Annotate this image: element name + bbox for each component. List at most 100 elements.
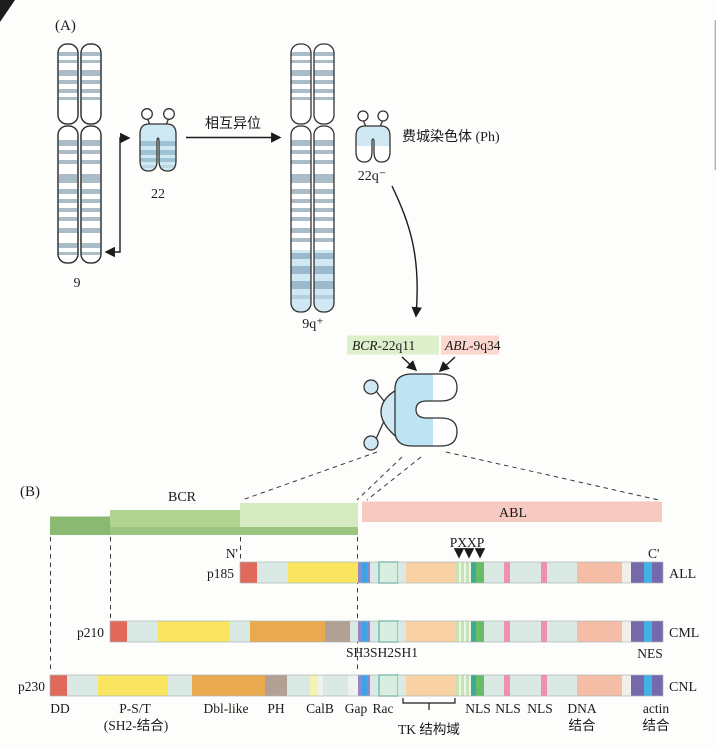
domain-label: P-S/T [119,701,151,716]
domain-segment [476,621,484,642]
domain-segment [622,675,631,696]
domain-segment [110,621,127,642]
domain-segment [476,675,484,696]
disease-label: CNL [669,680,697,695]
pxxp-arrows [453,548,486,559]
domain-segment [466,562,469,583]
domain-segment [367,621,370,642]
domain-segment [469,675,471,696]
bcr-gene-bar [50,503,358,535]
chromosome-9q-bands [291,52,334,312]
domain-label: CalB [306,701,334,716]
row-outline [239,561,664,584]
translocation-label: 相互异位 [205,116,261,132]
domain-segment [455,675,459,696]
domain-segment [98,675,168,696]
domain-segment [459,562,461,583]
domain-segment [398,621,406,642]
chromosome-22q-minus: 22q⁻ 费城染色体 (Ph) [355,110,500,184]
domain-segment [631,621,644,642]
chromosome-22: 22 [139,108,177,202]
domain-segment [265,675,287,696]
abl-tag: ABL-9q34 [444,338,501,353]
abl-bar-segment [362,501,662,522]
domain-segment [358,621,362,642]
domain-segment [287,675,310,696]
domain-segment [484,562,504,583]
domain-label: actin [643,701,669,716]
domain-segment [652,675,663,696]
domain-segment [455,562,459,583]
domain-label: 结合 [643,718,671,733]
domain-label: Rac [373,701,394,716]
panel-a-label: (A) [55,18,76,34]
domain-segment [644,675,652,696]
n-terminus-label: N' [226,546,238,561]
domain-segment [469,621,471,642]
domain-segment [350,621,358,642]
domain-segment [504,562,510,583]
domain-segment [510,562,541,583]
domain-segment [577,621,622,642]
domain-label: Gap [345,701,368,716]
bcr-bar-segment [110,527,358,535]
chromosome-22-label: 22 [151,187,165,202]
row-outline [49,674,664,697]
page-corner-artifact [0,0,15,22]
domain-segment [455,621,459,642]
domain-segment [367,675,370,696]
row-name-label: p230 [18,679,45,694]
domain-segment [127,621,158,642]
domain-segment [631,562,644,583]
tk-bracket [402,698,456,710]
domain-segment [250,621,325,642]
domain-segment [541,675,547,696]
abl-gene-bar [362,501,662,522]
domain-segment [644,621,652,642]
domain-segment [466,675,469,696]
bcr-tag-bg [347,335,439,355]
domain-segment [644,562,652,583]
bcr-bar-segment [50,516,110,535]
domain-segment [406,562,455,583]
domain-segment [652,621,663,642]
domain-label: NLS [527,701,553,716]
to-fusion-arrow [391,185,422,318]
domain-segment [466,621,469,642]
domain-segment [459,621,461,642]
domain-segment [362,562,367,583]
exchange-arrow [104,132,131,258]
domain-segment [398,562,406,583]
page-edge-artifact [714,20,716,170]
protein-row-p230: p230 CNL [18,674,697,697]
domain-segment [547,675,577,696]
fan-dashed-lines [241,451,660,501]
pxxp-label: PXXP [450,535,485,550]
domain-segment [471,675,476,696]
domain-segment [471,621,476,642]
domain-segment [476,562,484,583]
domain-segment [461,675,464,696]
nes-label: NES [637,646,663,661]
c-terminus-label: C' [648,546,659,561]
disease-label: CML [669,626,699,641]
domain-segment [358,562,362,583]
domain-segment [631,675,644,696]
domain-segment [541,621,547,642]
domain-segment [510,621,541,642]
domain-label: 结合 [569,718,597,733]
chromosome-9-label: 9 [74,276,81,291]
sh-domains-label: SH3SH2SH1 [346,645,418,660]
domain-segment [378,620,399,643]
panel-a: (A) [55,18,660,501]
domain-segment [362,621,367,642]
domain-segment [348,675,358,696]
domain-segment [288,562,358,583]
domain-segment [471,562,476,583]
domain-segment [464,621,466,642]
domain-segment [484,621,504,642]
